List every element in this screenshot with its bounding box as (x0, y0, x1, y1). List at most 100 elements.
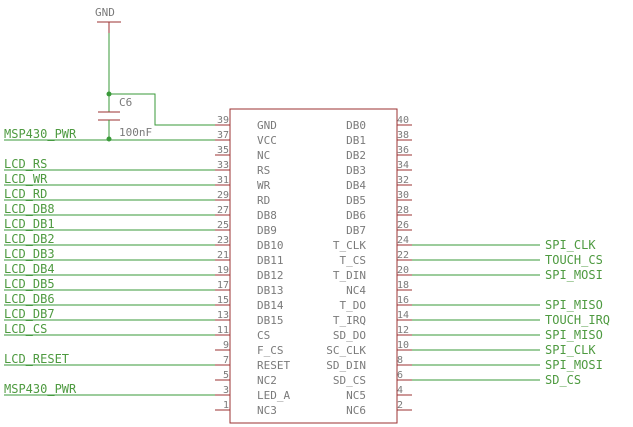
pin-number-right: 10 (397, 340, 409, 351)
pin-name-left: NC3 (257, 404, 277, 417)
pin-name-right: T_IRQ (333, 314, 366, 327)
pin-number-right: 24 (397, 235, 409, 246)
pin-number-right: 2 (397, 400, 403, 411)
pin-number-left: 21 (217, 250, 229, 261)
pin-name-right: DB4 (346, 179, 366, 192)
pin-number-left: 27 (217, 205, 229, 216)
pin-number-right: 20 (397, 265, 409, 276)
pin-name-right: NC5 (346, 389, 366, 402)
pin-name-right: T_CS (340, 254, 367, 267)
pin-name-right: DB6 (346, 209, 366, 222)
right-pin-column: 40DB038DB136DB234DB332DB430DB528DB626DB7… (326, 115, 412, 417)
pin-name-right: NC6 (346, 404, 366, 417)
net-label-right: TOUCH_IRQ (545, 313, 610, 327)
net-label-right: SPI_MOSI (545, 268, 603, 282)
pin-name-left: F_CS (257, 344, 284, 357)
pin-name-left: VCC (257, 134, 277, 147)
pin-name-left: DB15 (257, 314, 284, 327)
pin-number-right: 22 (397, 250, 409, 261)
pin-name-right: DB7 (346, 224, 366, 237)
pin-name-left: DB13 (257, 284, 284, 297)
pin-name-right: NC4 (346, 284, 366, 297)
net-label-right: SPI_MISO (545, 328, 603, 342)
net-label-left: LCD_RD (4, 187, 47, 201)
capacitor-value: 100nF (119, 126, 152, 139)
pin-number-left: 29 (217, 190, 229, 201)
net-label-left: LCD_RS (4, 157, 47, 171)
pin-number-right: 12 (397, 325, 409, 336)
pin-number-left: 13 (217, 310, 229, 321)
pin-number-left: 1 (223, 400, 229, 411)
net-label-left: MSP430_PWR (4, 127, 77, 141)
pin-name-left: WR (257, 179, 271, 192)
pin-name-left: RS (257, 164, 270, 177)
pin-number-right: 4 (397, 385, 403, 396)
pin-number-right: 18 (397, 280, 409, 291)
pin-name-left: RESET (257, 359, 290, 372)
capacitor-c6: C6 100nF (98, 96, 152, 139)
pin-name-left: DB11 (257, 254, 284, 267)
net-label-left: LCD_WR (4, 172, 48, 186)
net-label-left: LCD_CS (4, 322, 47, 336)
pin-name-right: DB0 (346, 119, 366, 132)
pin-number-left: 11 (217, 325, 229, 336)
pin-name-right: DB3 (346, 164, 366, 177)
net-label-right: SPI_CLK (545, 343, 596, 357)
pin-name-right: SD_CS (333, 374, 366, 387)
pin-name-right: SD_DO (333, 329, 366, 342)
pin-name-right: T_DIN (333, 269, 366, 282)
net-label-right: TOUCH_CS (545, 253, 603, 267)
pin-name-right: DB5 (346, 194, 366, 207)
net-label-left: LCD_DB6 (4, 292, 55, 306)
pin-number-left: 7 (223, 355, 229, 366)
net-label-left: LCD_DB8 (4, 202, 55, 216)
pin-number-left: 23 (217, 235, 229, 246)
pin-number-left: 31 (217, 175, 229, 186)
net-label-left: LCD_DB4 (4, 262, 55, 276)
pin-number-left: 9 (223, 340, 229, 351)
pin-name-left: DB9 (257, 224, 277, 237)
pin-name-left: CS (257, 329, 270, 342)
pin-name-right: DB2 (346, 149, 366, 162)
pin-number-right: 26 (397, 220, 409, 231)
net-label-left: MSP430_PWR (4, 382, 77, 396)
pin-number-left: 17 (217, 280, 229, 291)
pin-number-left: 33 (217, 160, 229, 171)
pin-number-left: 3 (223, 385, 229, 396)
gnd-wire-to-pin39 (109, 93, 215, 126)
pin-number-right: 8 (397, 355, 403, 366)
power-wires (106, 33, 215, 142)
net-label-right: SD_CS (545, 373, 581, 387)
net-label-left: LCD_DB7 (4, 307, 55, 321)
pin-name-right: SC_CLK (326, 344, 366, 357)
right-net-wires: SPI_CLKTOUCH_CSSPI_MOSISPI_MISOTOUCH_IRQ… (412, 238, 610, 387)
pin-name-left: DB12 (257, 269, 284, 282)
pin-number-right: 14 (397, 310, 409, 321)
pin-name-right: DB1 (346, 134, 366, 147)
pin-number-right: 36 (397, 145, 409, 156)
net-label-left: LCD_DB3 (4, 247, 55, 261)
pin-number-left: 37 (217, 130, 229, 141)
pin-number-right: 40 (397, 115, 409, 126)
pin-name-left: DB8 (257, 209, 277, 222)
pin-number-right: 16 (397, 295, 409, 306)
pin-name-left: DB14 (257, 299, 284, 312)
pin-number-right: 38 (397, 130, 409, 141)
pin-name-right: T_CLK (333, 239, 366, 252)
capacitor-name: C6 (119, 96, 132, 109)
gnd-symbol: GND (95, 6, 121, 33)
net-label-right: SPI_CLK (545, 238, 596, 252)
gnd-label: GND (95, 6, 115, 19)
pin-name-left: GND (257, 119, 277, 132)
net-label-left: LCD_DB1 (4, 217, 55, 231)
pin-number-right: 32 (397, 175, 409, 186)
left-net-wires: MSP430_PWRLCD_RSLCD_WRLCD_RDLCD_DB8LCD_D… (4, 127, 215, 396)
pin-number-left: 39 (217, 115, 229, 126)
pin-number-left: 15 (217, 295, 229, 306)
net-label-right: SPI_MISO (545, 298, 603, 312)
net-label-left: LCD_RESET (4, 352, 69, 366)
pin-number-right: 34 (397, 160, 409, 171)
pin-name-left: DB10 (257, 239, 284, 252)
